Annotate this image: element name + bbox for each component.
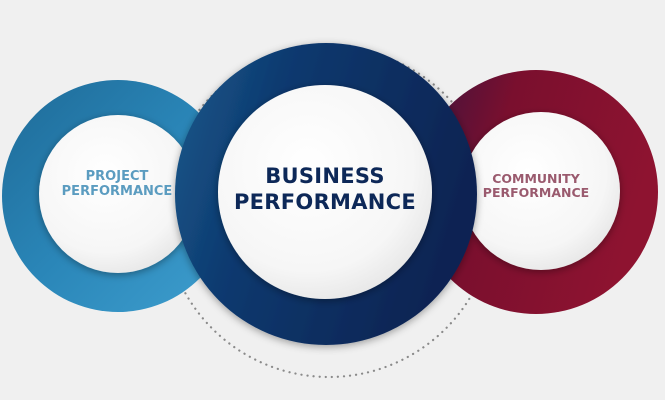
right-inner-circle: [462, 112, 620, 270]
right-label-line1: COMMUNITY: [492, 171, 580, 186]
center-inner-circle: [218, 85, 432, 299]
community-performance-label: COMMUNITY PERFORMANCE: [462, 171, 610, 201]
left-label-line2: PERFORMANCE: [61, 183, 173, 199]
business-performance-label: BUSINESS PERFORMANCE: [218, 163, 432, 216]
center-label-line1: BUSINESS: [265, 164, 385, 188]
left-label-line1: PROJECT: [85, 169, 149, 184]
project-performance-label: PROJECT PERFORMANCE: [42, 169, 192, 200]
center-label-line2: PERFORMANCE: [233, 190, 417, 215]
right-label-line2: PERFORMANCE: [482, 185, 590, 201]
left-inner-circle: [39, 115, 197, 273]
